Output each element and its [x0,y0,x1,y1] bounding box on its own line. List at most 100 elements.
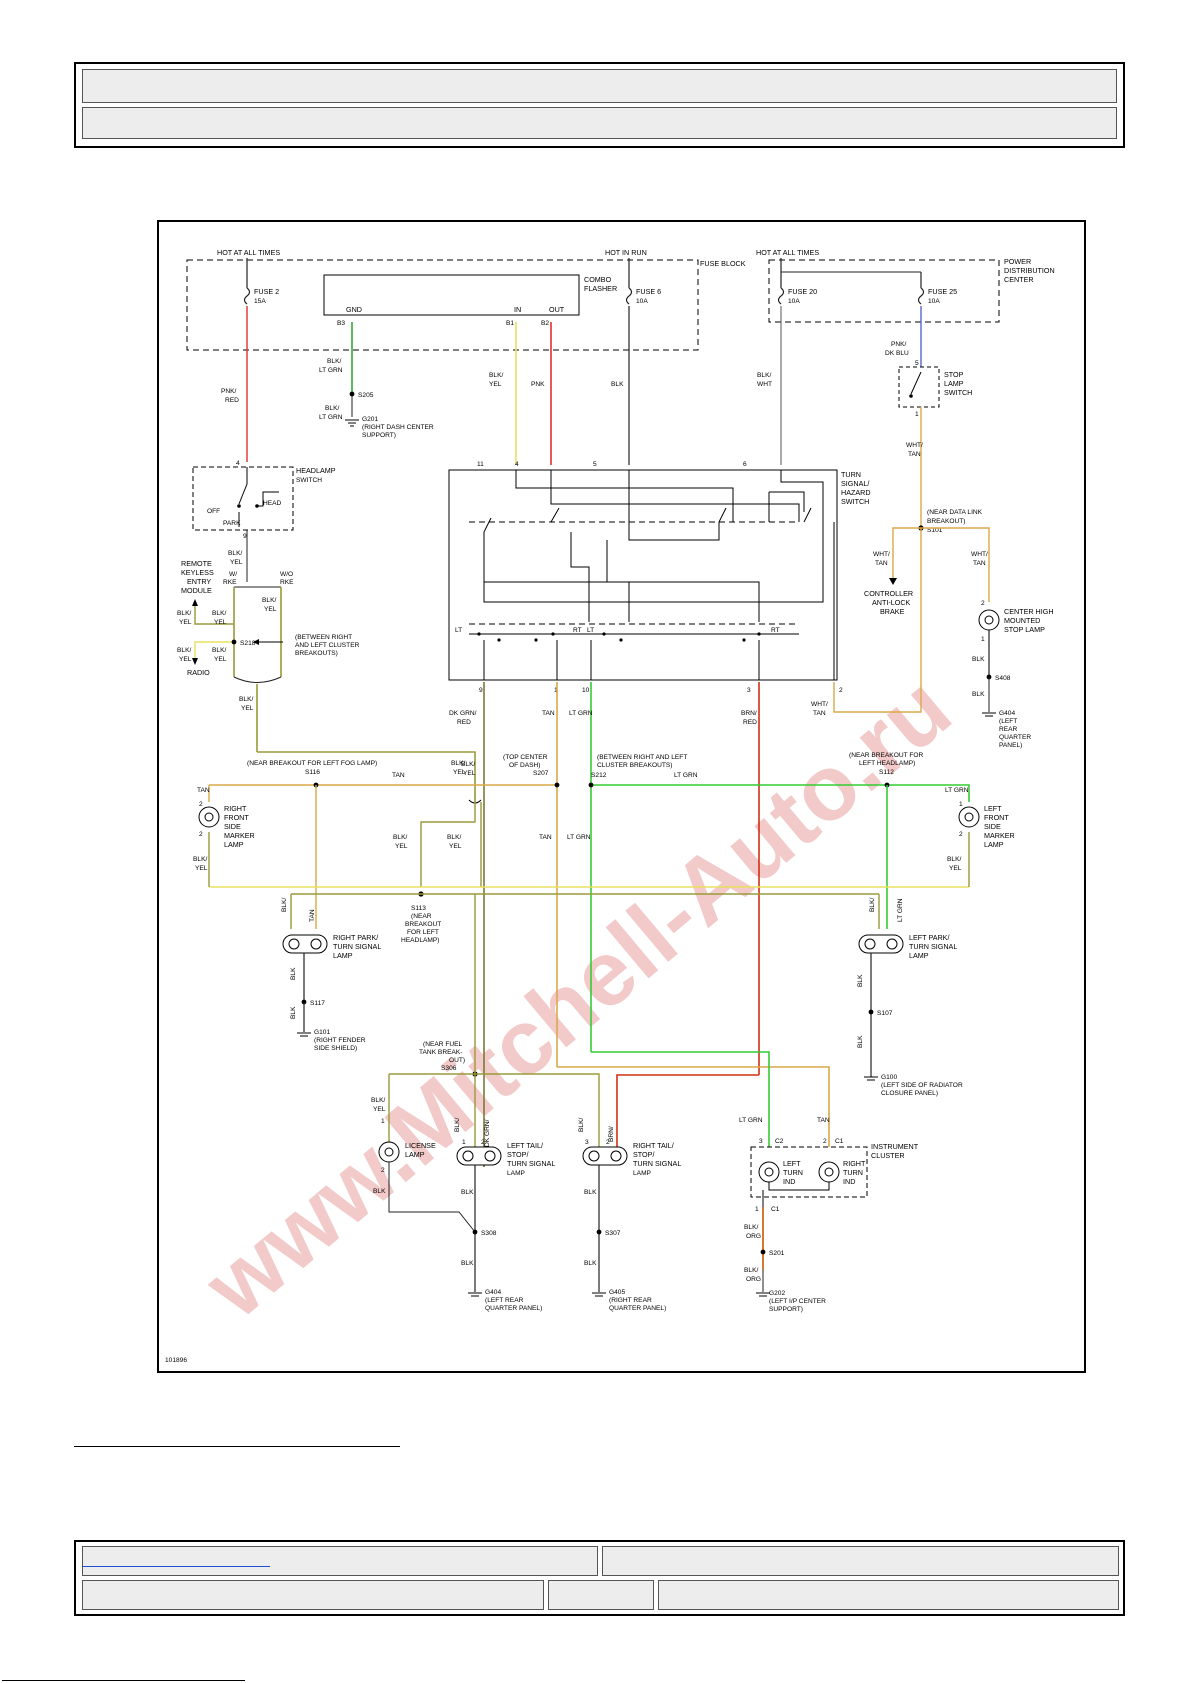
header-subtitle-bar [82,107,1117,139]
ground-g404a-1: (LEFT [999,718,1017,725]
label-blk-yel-top-1: BLK/ [489,372,503,379]
note-fuel-1: (NEAR FUEL [423,1041,463,1048]
label-tan-ic: TAN [817,1117,830,1124]
label-pnk-dkblu-1: PNK/ [891,341,907,348]
stop-switch-label-2: LAMP [944,379,964,388]
turn-switch-label-1: TURN [841,470,861,479]
label-blk-chmsl-2: BLK [972,691,985,698]
splice-s117: S117 [310,1000,325,1007]
left-tail-label-3: TURN SIGNAL [507,1159,555,1168]
label-blk-yel-rke-2: YEL [179,619,192,626]
label-dkgrn-red-lt: DK GRN/ [484,1119,491,1147]
ground-g404a: G404 [999,710,1015,717]
ground-g201: G201 [362,416,378,423]
label-blk-ltgrn-3: BLK/ [325,405,339,412]
label-dkgrn-red-1: DK GRN/ [449,710,477,717]
footer-cell-1 [82,1580,544,1610]
label-blk-ltgrn-4: LT GRN [319,414,343,421]
right-marker-label-1: RIGHT [224,804,247,813]
label-brn-red-rt: BRN/ [608,1126,615,1142]
pin-ts-6: 6 [743,461,747,468]
label-blk-yel-lic-1: BLK/ [371,1097,385,1104]
right-marker-label-2: FRONT [224,813,249,822]
flasher-pin-out: OUT [549,305,565,314]
hs-head: HEAD [263,500,282,507]
label-blk-yel-wo-2: YEL [264,606,277,613]
pin-ts-5: 5 [593,461,597,468]
pin-rt-2: 3 [585,1139,589,1146]
headlamp-switch-label-2: SWITCH [296,477,322,484]
hs-off: OFF [207,508,220,515]
ground-g201-icon [345,419,359,427]
footer-link-underline[interactable] [82,1566,270,1567]
controller-label-2: ANTI-LOCK [872,598,911,607]
pin-ic-2: 3 [759,1138,763,1145]
splice-s101: S101 [927,527,943,534]
label-blk-yel-s113-3: BLK/ [393,834,407,841]
pdc-label-2: DISTRIBUTION [1004,266,1055,275]
pin-ic-8: 1 [755,1206,759,1213]
label-pnk-red-1: PNK/ [221,388,237,395]
label-blk-org-4: ORG [746,1276,761,1283]
left-marker-label-2: FRONT [984,813,1009,822]
note-218-3: BREAKOUTS) [295,650,338,657]
fuse-2-name: FUSE 2 [254,287,279,296]
pdc-label-1: POWER [1004,257,1031,266]
label-wht-tan-7: WHT/ [811,701,828,708]
label-blk-chmsl: BLK [972,656,985,663]
splice-s207: S207 [533,770,549,777]
note-113-2: BREAKOUT [405,921,441,928]
label-wo-rke-1: W/O [280,571,293,578]
ground-g405: G405 [609,1289,625,1296]
left-ind-label-2: TURN [783,1168,803,1177]
label-blk-yel-radio-3: BLK/ [212,647,226,654]
label-blk-org-2: ORG [746,1233,761,1240]
ground-g100: G100 [881,1074,897,1081]
label-blk-yel-wo-1: BLK/ [262,597,276,604]
left-tail-label-2: STOP/ [507,1150,528,1159]
ts-lt-1: LT [455,627,462,634]
pin-lt-3: 2 [481,1139,485,1146]
left-tail-label-4: LAMP [507,1170,526,1177]
note-113-1: (NEAR [411,913,432,920]
pin-chmsl-1: 2 [981,600,985,607]
label-blk-lt: BLK [461,1189,474,1196]
note-218-2: AND LEFT CLUSTER [295,642,360,649]
ground-g404a-3: QUARTER [999,734,1031,741]
left-marker-label-4: MARKER [984,831,1015,840]
label-blk-yel-lt: BLK/ [454,1118,461,1132]
label-blk-yel-lm-2: YEL [949,865,962,872]
pdc-label-3: CENTER [1004,275,1034,284]
label-dkgrn-red-2: RED [457,719,471,726]
hot-label-2: HOT IN RUN [605,248,647,257]
footer-right-bar [602,1546,1119,1576]
label-blk-org-1: BLK/ [744,1224,758,1231]
ts-rt-1: RT [573,627,582,634]
pin-ts-2: 2 [839,687,843,694]
power-distribution-center: POWER DISTRIBUTION CENTER [768,257,1055,323]
right-ind-label-2: TURN [843,1168,863,1177]
right-marker-label-3: SIDE [224,822,241,831]
left-ind-label-1: LEFT [783,1159,801,1168]
left-park-label-1: LEFT PARK/ [909,933,949,942]
label-pnk-dkblu-2: DK BLU [885,350,909,357]
flasher-pin-b1: B1 [506,320,514,327]
note-113-4: HEADLAMP) [401,937,439,944]
right-marker-label-4: MARKER [224,831,255,840]
turn-switch-label-3: HAZARD [841,488,871,497]
wiring-diagram: www.Mitchell-Auto.ru FUSE BLOCK POWER DI… [157,220,1086,1373]
label-wht-tan-8: TAN [813,710,826,717]
splice-s205: S205 [358,392,374,399]
pin-ts-10: 10 [582,687,590,694]
pin-rm-1: 2 [199,801,203,808]
label-blk-yel-s113-4: YEL [395,843,408,850]
label-blk-yel-rke-1: BLK/ [177,610,191,617]
flasher-pin-b3: B3 [337,320,345,327]
label-tan-3: TAN [539,834,552,841]
label-blk-wht-2: WHT [757,381,772,388]
keyless-label-1: REMOTE [181,559,212,568]
footer-link-bar[interactable] [82,1546,598,1576]
label-wht-tan-6: TAN [973,560,986,567]
connector-c1b: C1 [771,1206,780,1213]
fuse-25: FUSE 25 10A [781,271,957,305]
